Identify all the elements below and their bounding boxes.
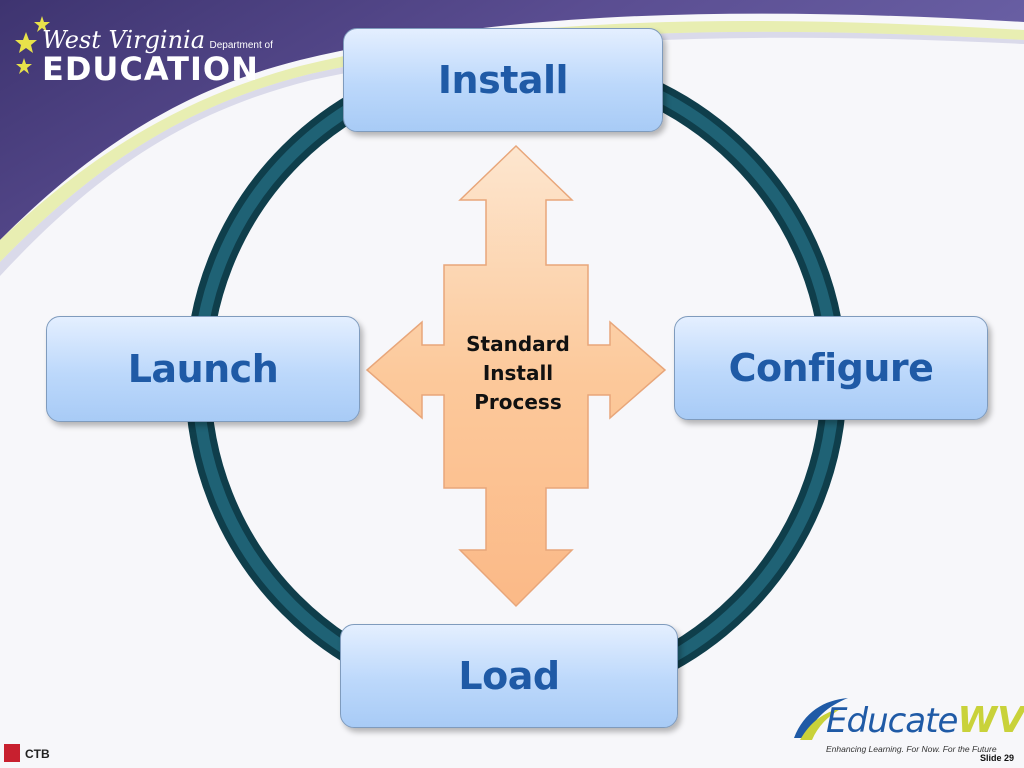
slide-number: Slide 29	[979, 753, 1014, 763]
ctb-mark: CTB	[25, 747, 50, 761]
swoosh-icon	[794, 698, 848, 740]
brand-wv: WV	[957, 700, 1024, 741]
mcgraw-hill-icon	[4, 744, 20, 762]
step-load[interactable]: Load	[340, 624, 678, 728]
accent-swoosh	[0, 20, 1024, 262]
center-label-line-2: Install	[482, 361, 554, 385]
logo-education: EDUCATION	[42, 50, 259, 88]
stars-icon	[15, 16, 50, 74]
header-band	[0, 0, 1024, 240]
center-label-line-1: Standard	[466, 332, 570, 356]
step-configure-label: Configure	[728, 346, 934, 390]
center-process-label: Standard Install Process	[458, 330, 578, 417]
step-launch-label: Launch	[127, 347, 279, 391]
center-label-line-3: Process	[474, 390, 562, 414]
step-configure[interactable]: Configure	[674, 316, 988, 420]
brand-educate: Educate	[826, 701, 958, 741]
step-load-label: Load	[458, 654, 560, 698]
brand-tagline: Enhancing Learning. For Now. For the Fut…	[826, 744, 997, 754]
educatewv-logo: EducateWV Enhancing Learning. For Now. F…	[790, 694, 1024, 754]
four-way-arrow	[365, 144, 667, 608]
step-install-label: Install	[437, 58, 569, 102]
step-install[interactable]: Install	[343, 28, 663, 132]
step-launch[interactable]: Launch	[46, 316, 360, 422]
logo-department-of: Department of	[209, 40, 273, 51]
logo-west-virginia: West Virginia	[42, 26, 206, 54]
